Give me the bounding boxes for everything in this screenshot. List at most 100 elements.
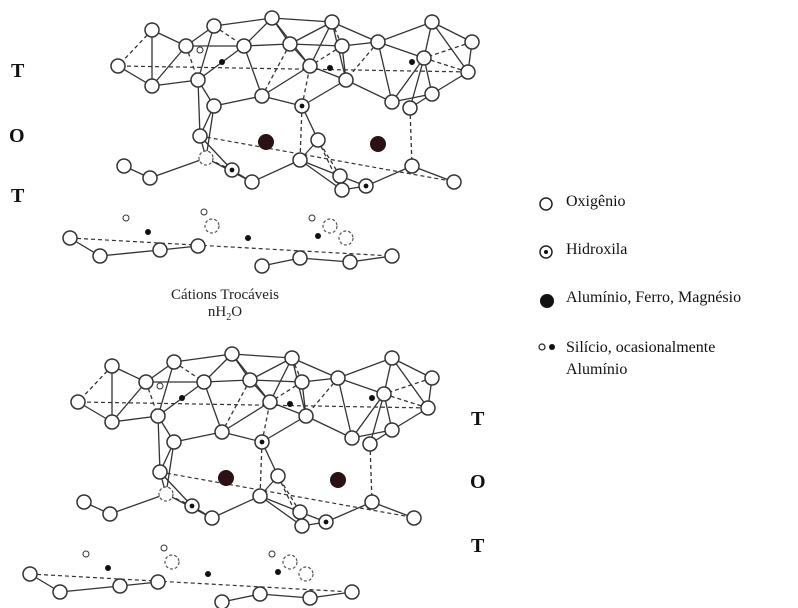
oxygen-atom [138,374,154,390]
bond-line [109,493,167,515]
oxygen-atom [402,100,418,116]
oxygen-atom [178,38,194,54]
legend-hydroxyl-label: Hidroxila [566,241,628,258]
oxygen-atom [370,34,386,50]
bond-line [377,21,433,43]
bond-line [391,57,425,103]
bond-line [299,257,351,263]
oxygen-atom [334,38,350,54]
silicon-atom [275,569,281,575]
bond-line [337,357,393,379]
oxygen-atom [196,374,212,390]
oxygen-atom [254,88,270,104]
hydroxyl-atom [294,98,310,114]
oxygen-atom [204,510,220,526]
oxygen-atom [104,414,120,430]
oxygen-atom [284,350,300,366]
oxygen-atom [144,78,160,94]
oxygen-atom [342,254,358,270]
cation-atom [370,136,386,152]
bond-line [221,379,251,433]
bond-line [77,365,113,403]
bond-line [157,415,161,473]
hydroxyl-symbol-icon [539,245,553,259]
top-layer-t1-label: T [11,60,25,82]
water-formula-label: nH2O [207,304,243,323]
bond-line [205,105,215,159]
bond-line [249,357,293,381]
oxygen-atom [92,248,108,264]
oxygen-atom [460,64,476,80]
oxygen-atom [242,372,258,388]
bond-line [173,431,223,443]
bottom-layer-t1-label: T [471,408,485,430]
legend-silicon-label: Silício, ocasionalmente Alumínio [566,339,716,378]
oxygen-atom [406,510,422,526]
silicon-light-atom [160,544,168,552]
bond-line [259,441,263,497]
oxygen-atom [294,374,310,390]
oxygen-atom [344,584,360,600]
oxygen-atom [190,72,206,88]
bond-line [213,95,263,107]
silicon-atom [287,401,293,407]
oxygen-atom [104,358,120,374]
bond-line [377,41,425,59]
bond-line [317,139,343,191]
legend-oxygen-label: Oxigênio [566,193,626,210]
bond-line [309,21,333,67]
cation-atom [330,472,346,488]
bond-line [299,105,303,161]
oxygen-atom [150,574,166,590]
silicon-atom [369,395,375,401]
oxygen-hidden-atom [164,554,180,570]
oxygen-atom [206,98,222,114]
silicon-atom [179,395,185,401]
hydroxyl-atom [358,178,374,194]
oxygen-hidden-atom [158,486,174,502]
bond-line [203,381,223,433]
bond-line [345,41,379,81]
bond-line [211,495,261,519]
bond-line [269,357,293,403]
oxygen-atom [464,34,480,50]
bond-line [369,393,385,445]
oxygen-atom [334,182,350,198]
bond-line [305,415,353,439]
oxygen-atom [310,132,326,148]
oxygen-atom [376,386,392,402]
bond-line [305,377,339,417]
silicon-light-atom [308,214,316,222]
bond-line [213,17,273,27]
bond-line [59,585,121,593]
oxygen-atom [384,248,400,264]
oxygen-atom [254,258,270,274]
oxygen-atom [112,578,128,594]
oxygen-atom [214,424,230,440]
oxygen-atom [244,174,260,190]
silicon-light-atom [122,214,130,222]
bond-line [325,501,373,523]
cation-atom [218,470,234,486]
oxygen-atom [298,408,314,424]
oxygen-hidden-atom [204,218,220,234]
oxygen-atom [102,506,118,522]
silicon-atom [205,571,211,577]
oxygen-atom [424,14,440,30]
oxygen-atom [292,152,308,168]
bond-line [117,29,153,67]
bond-line [111,381,147,423]
bond-line [159,471,417,519]
bond-line [299,159,343,191]
silicon-atom [219,59,225,65]
oxygen-atom [252,488,268,504]
bond-line [289,43,343,47]
bond-line [99,249,161,257]
bond-line [261,415,307,443]
bond-line [337,377,385,395]
oxygen-atom [262,394,278,410]
oxygen-atom [142,170,158,186]
legend-cations-label: Alumínio, Ferro, Magnésio [566,289,742,306]
bond-line [243,45,263,97]
